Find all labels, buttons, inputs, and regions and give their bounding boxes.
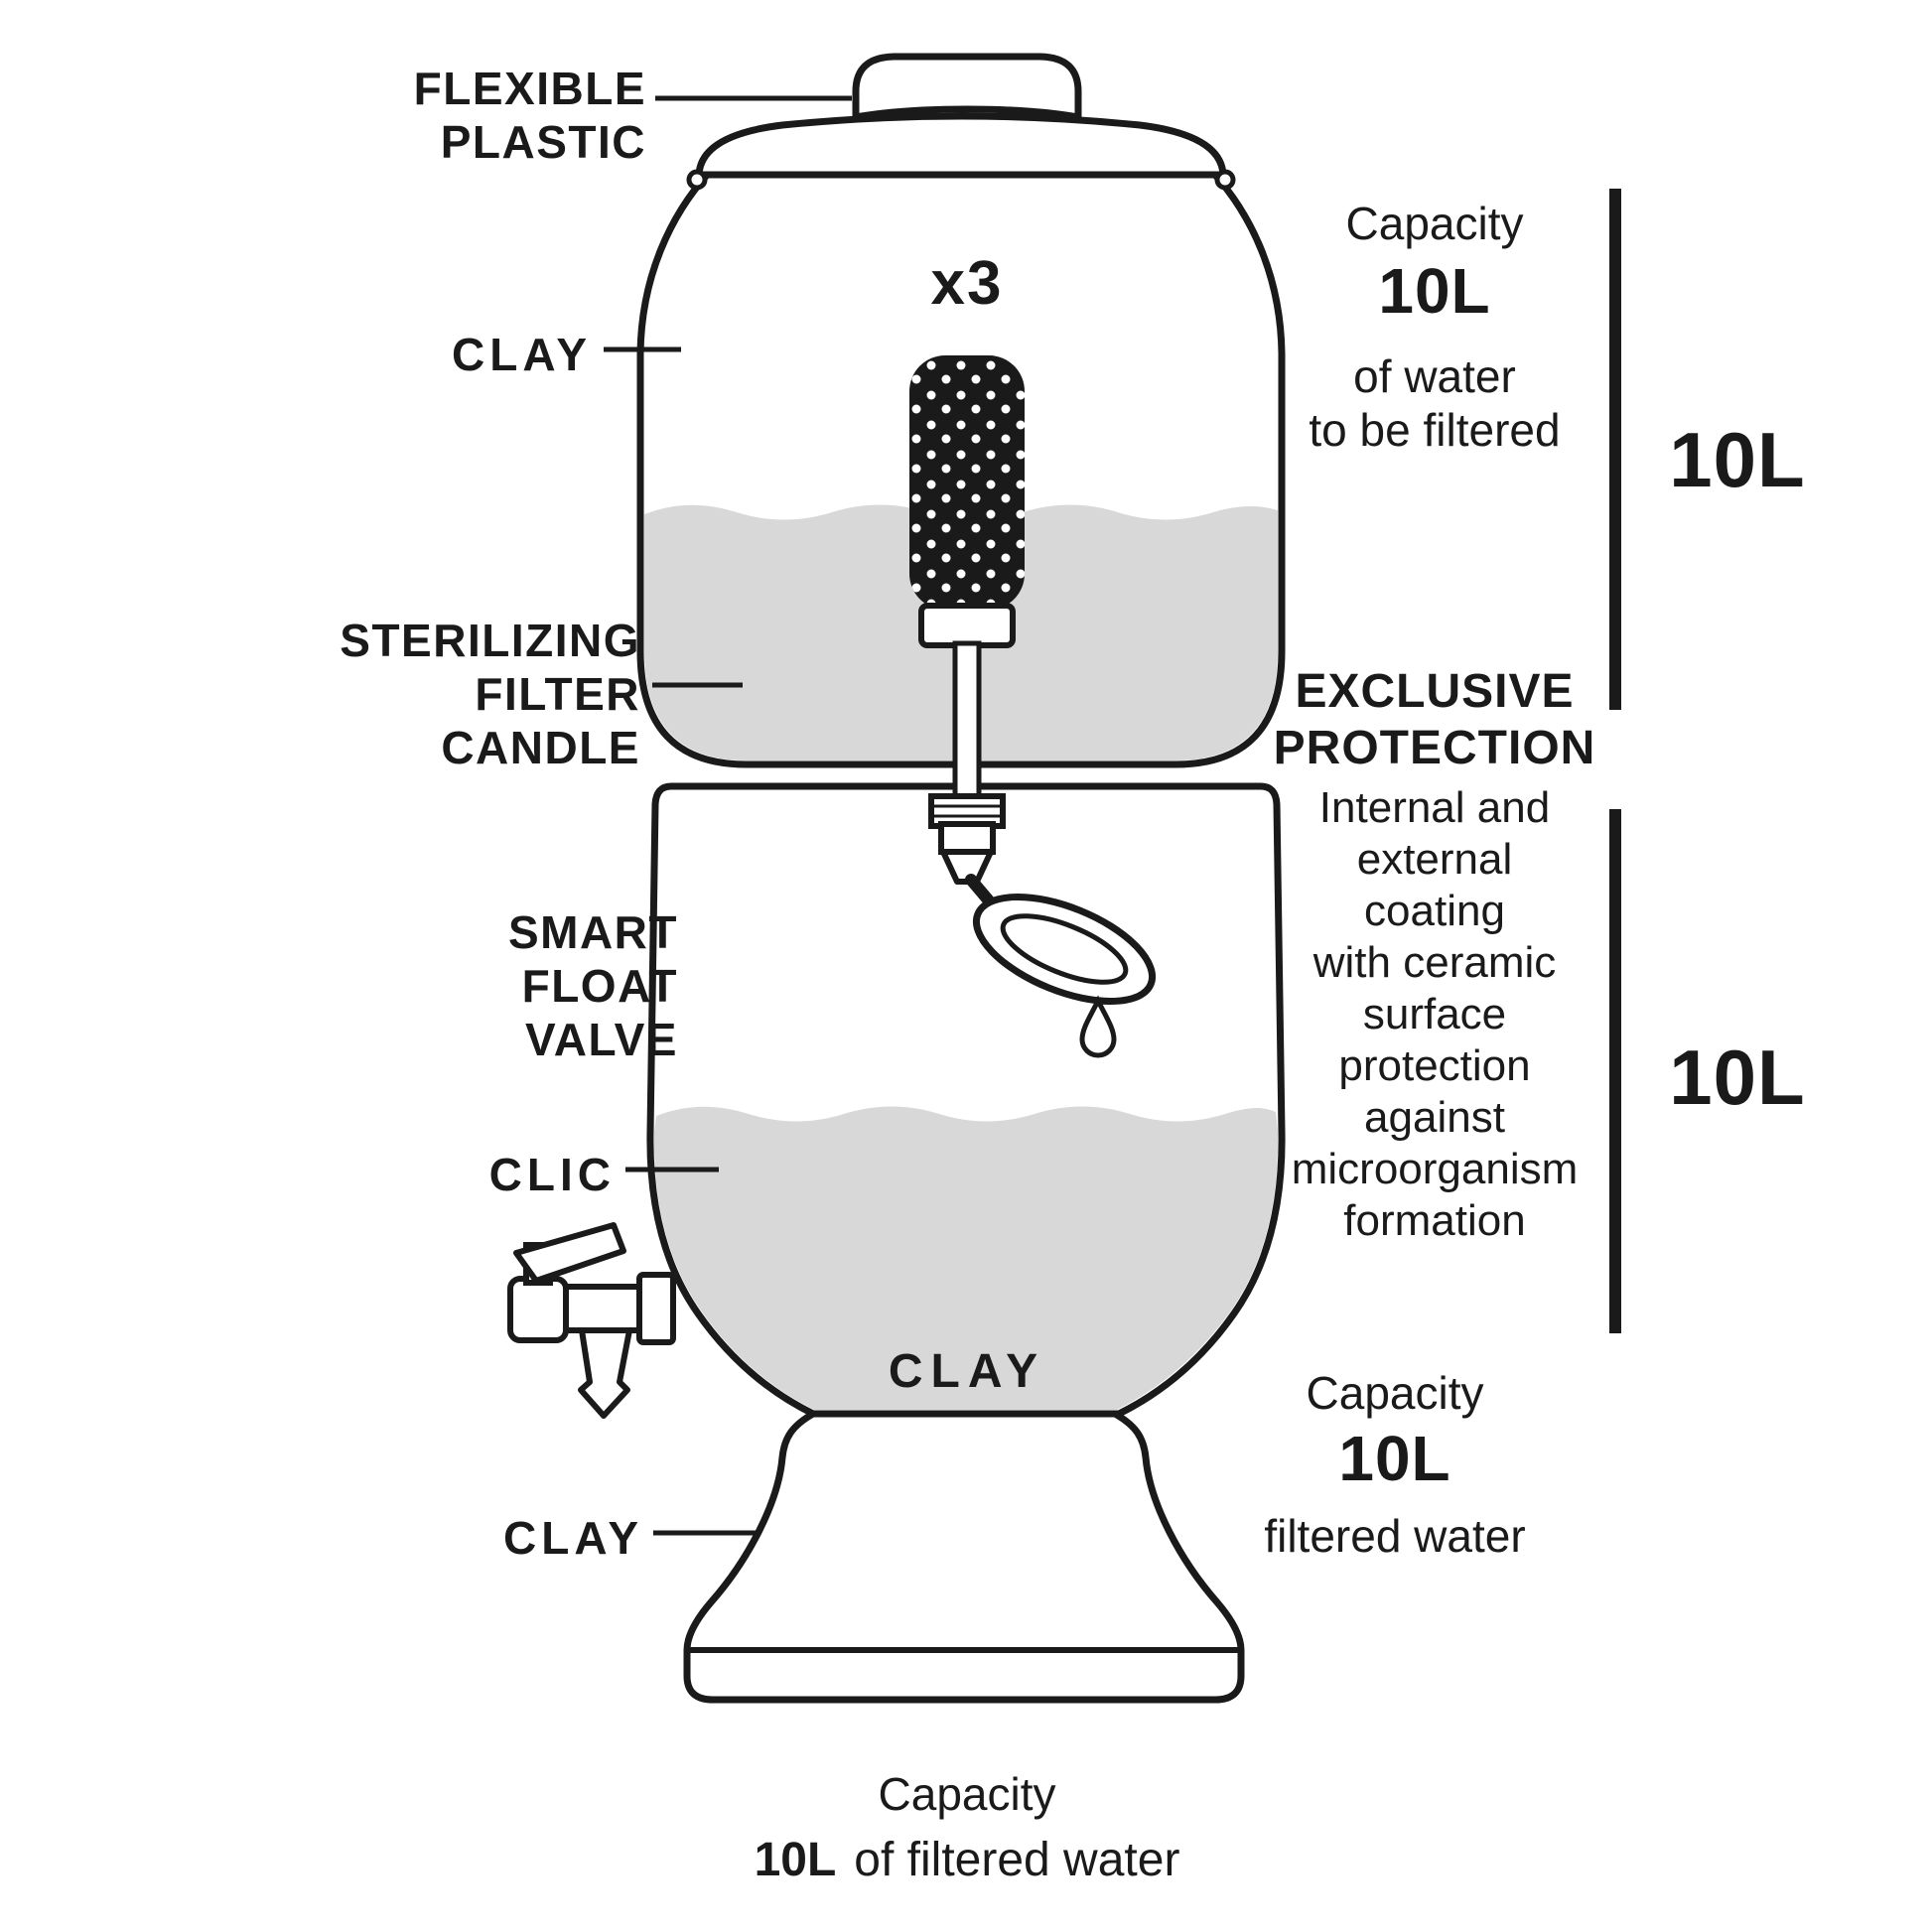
- label-flexible-plastic: FLEXIBLE PLASTIC: [413, 63, 646, 168]
- bar-top-volume: 10L: [1669, 416, 1806, 503]
- label-clay-lower: CLAY: [888, 1345, 1046, 1398]
- tap-nut: [636, 1272, 676, 1345]
- label-clic: CLIC: [488, 1149, 616, 1200]
- bottom-capacity-label: Capacity: [878, 1768, 1056, 1820]
- exclusive-protection-title: EXCLUSIVE PROTECTION: [1273, 665, 1596, 774]
- candle-collar: [918, 603, 1016, 648]
- capacity-bottom-label: Capacity: [1306, 1367, 1484, 1419]
- label-smart-float-valve: SMART FLOAT VALVE: [507, 906, 678, 1065]
- candle-count-label: x3: [930, 249, 1004, 318]
- base-pedestal: [683, 1410, 1245, 1704]
- label-clay-top: CLAY: [452, 329, 592, 380]
- float-disc-rim: [1000, 913, 1129, 985]
- label-clay-base: CLAY: [503, 1512, 643, 1564]
- lid-ear-left: [686, 169, 708, 191]
- exclusive-protection-body: Internal and external coating with ceram…: [1291, 783, 1579, 1245]
- bottom-capacity-description: of filtered water: [854, 1834, 1180, 1886]
- capacity-bottom-description: filtered water: [1264, 1510, 1526, 1562]
- lower-water: [653, 1106, 1279, 1410]
- label-sterilizing-filter-candle: STERILIZING FILTER CANDLE: [340, 615, 640, 773]
- tap: [507, 1222, 676, 1419]
- bar-bottom-volume: 10L: [1669, 1034, 1806, 1121]
- smart-float-valve: [928, 793, 1157, 1058]
- lid: [686, 53, 1236, 191]
- candle-dots: [909, 355, 1025, 610]
- tap-handle-paddle: [513, 1222, 626, 1284]
- float-disc: [972, 893, 1157, 1006]
- tap-head: [507, 1276, 569, 1343]
- capacity-top-label: Capacity: [1345, 198, 1524, 249]
- candle-stem: [952, 640, 982, 801]
- measure-bar-top: [1609, 189, 1621, 710]
- sterilizing-filter-candle: [909, 355, 1025, 801]
- lid-ear-right: [1214, 169, 1236, 191]
- water-drop: [1079, 995, 1117, 1058]
- lid-cap: [852, 53, 1082, 122]
- tap-nozzle: [578, 1327, 632, 1419]
- bottom-capacity-line: 10L of filtered water: [570, 1833, 1364, 1887]
- measure-bar-bottom: [1609, 809, 1621, 1333]
- lid-dome: [695, 112, 1227, 179]
- valve-nut-lower: [938, 821, 996, 855]
- capacity-top-value: 10L: [1378, 255, 1491, 327]
- capacity-top-description: of water to be filtered: [1309, 350, 1561, 456]
- bottom-capacity-value: 10L: [754, 1834, 837, 1886]
- base-outline: [683, 1410, 1245, 1704]
- capacity-bottom-value: 10L: [1338, 1423, 1451, 1494]
